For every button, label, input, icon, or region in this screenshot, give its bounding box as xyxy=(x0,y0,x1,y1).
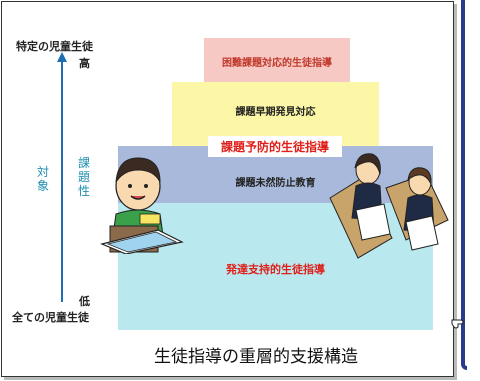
tier-label-developmental-support: 発達支持的生徒指導 xyxy=(226,263,325,276)
tier-difficult-issues xyxy=(204,38,350,82)
tier-label-preventive-guidance: 課題予防的生徒指導 xyxy=(208,136,342,157)
tier-label-prevention-education: 課題未然防止教育 xyxy=(235,178,316,189)
axis-target-label: 対象 xyxy=(36,165,49,193)
axis-arrow xyxy=(57,52,67,302)
axis-high-label: 高 xyxy=(79,57,90,70)
page-edge-border xyxy=(461,0,467,370)
student-with-tablet-illustration xyxy=(100,157,184,254)
axis-issue-label: 課題性 xyxy=(77,156,90,198)
diagram-caption: 生徒指導の重層的支援構造 xyxy=(154,347,358,367)
pointing-hand-icon xyxy=(451,319,464,329)
axis-low-label: 低 xyxy=(79,295,90,308)
axis-bottom-label: 全ての児童生徒 xyxy=(12,311,89,324)
tier-label-early-detection: 課題早期発見対応 xyxy=(235,107,316,118)
tier-label-difficult-issues: 困難課題対応的生徒指導 xyxy=(222,58,332,69)
tier-early-detection xyxy=(172,82,379,146)
axis-top-label: 特定の児童生徒 xyxy=(16,40,93,53)
students-reading-illustration xyxy=(329,153,449,259)
